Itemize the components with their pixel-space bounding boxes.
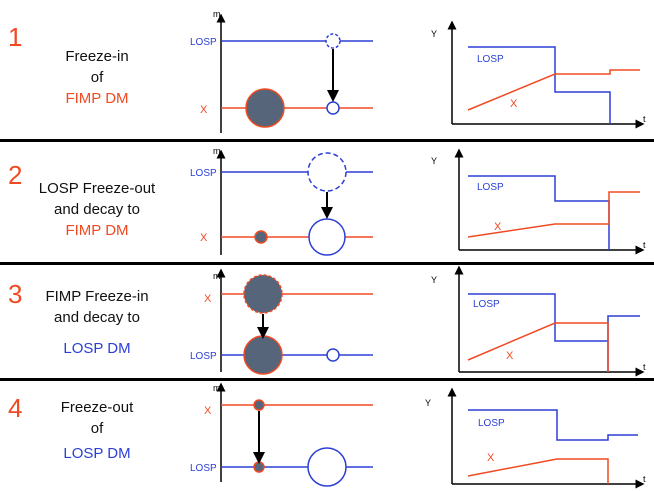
lower-level-label: LOSP: [190, 351, 217, 362]
description-line: LOSP Freeze-out: [38, 180, 156, 197]
panel-4: 4 Freeze-out of LOSP DM: [0, 381, 654, 491]
upper-level-label: LOSP: [190, 37, 217, 48]
description-line: and decay to: [54, 309, 140, 326]
x-curve-label: X: [510, 98, 518, 110]
panel-divider: [0, 262, 654, 265]
abundance-circle: [307, 152, 347, 192]
lower-level-label: X: [200, 232, 208, 244]
losp-curve: [468, 409, 638, 441]
y-axis-label: Y: [425, 398, 431, 408]
losp-curve-label: LOSP: [478, 418, 505, 429]
abundance-circle: [326, 101, 340, 115]
abundance-circle: [307, 447, 347, 487]
panel-divider: [0, 139, 654, 142]
panel-number: 4: [8, 393, 23, 423]
losp-curve-label: LOSP: [477, 182, 504, 193]
panel-description: FIMP Freeze-in and decay to LOSP DM: [22, 286, 172, 359]
dark-matter-label: LOSP DM: [63, 445, 131, 462]
x-curve-label: X: [506, 350, 514, 362]
panel-1: 1 Freeze-in of FIMP DM: [0, 0, 654, 139]
mass-axis-label: m: [213, 383, 221, 393]
dark-matter-label: FIMP DM: [65, 222, 129, 239]
x-curve: [467, 458, 609, 484]
mass-axis-label: m: [213, 146, 221, 156]
t-axis-label: t: [643, 114, 646, 124]
losp-curve-label: LOSP: [473, 299, 500, 310]
dark-matter-label: FIMP DM: [65, 90, 129, 107]
upper-level-label: X: [204, 293, 212, 305]
abundance-circle: [253, 461, 265, 473]
description-line: FIMP Freeze-in: [45, 288, 149, 305]
panel-divider: [0, 378, 654, 381]
t-axis-label: t: [643, 474, 646, 484]
lower-level-label: LOSP: [190, 463, 217, 474]
description-line: Freeze-out: [60, 399, 134, 416]
description-line: Freeze-in: [65, 48, 129, 65]
panel-number: 1: [8, 22, 23, 52]
t-axis-label: t: [643, 240, 646, 250]
panel-description: Freeze-out of LOSP DM: [22, 397, 172, 464]
losp-curve-tail: [607, 315, 640, 341]
description-line: of: [90, 420, 104, 437]
losp-curve-label: LOSP: [477, 54, 504, 65]
abundance-circle: [308, 218, 346, 256]
x-curve: [467, 322, 609, 372]
x-curve: [467, 69, 640, 111]
x-curve-label: X: [494, 221, 502, 233]
losp-curve: [468, 46, 611, 124]
mass-axis-label: m: [213, 271, 221, 281]
abundance-circle: [254, 230, 268, 244]
panel-number: 2: [8, 160, 23, 190]
panel-description: Freeze-in of FIMP DM: [22, 46, 172, 109]
y-axis-label: Y: [431, 156, 437, 166]
abundance-circle: [243, 335, 283, 375]
x-curve: [467, 191, 640, 238]
description-line: and decay to: [54, 201, 140, 218]
panel-number: 3: [8, 279, 23, 309]
abundance-circle: [253, 399, 265, 411]
mass-axis-label: m: [213, 9, 221, 19]
y-axis-label: Y: [431, 29, 437, 39]
abundance-circle: [245, 88, 285, 128]
panel-description: LOSP Freeze-out and decay to FIMP DM: [22, 178, 172, 241]
description-line: of: [90, 69, 104, 86]
panel-3: 3 FIMP Freeze-in and decay to LOSP DM: [0, 265, 654, 378]
abundance-circle: [243, 274, 283, 314]
upper-level-label: LOSP: [190, 168, 217, 179]
dark-matter-label: LOSP DM: [63, 340, 131, 357]
abundance-circle: [325, 33, 341, 49]
y-axis-label: Y: [431, 275, 437, 285]
abundance-circle: [326, 348, 340, 362]
t-axis-label: t: [643, 362, 646, 372]
upper-level-label: X: [204, 405, 212, 417]
panel-2: 2 LOSP Freeze-out and decay to FIMP DM: [0, 142, 654, 262]
lower-level-label: X: [200, 104, 208, 116]
x-curve-label: X: [487, 452, 495, 464]
